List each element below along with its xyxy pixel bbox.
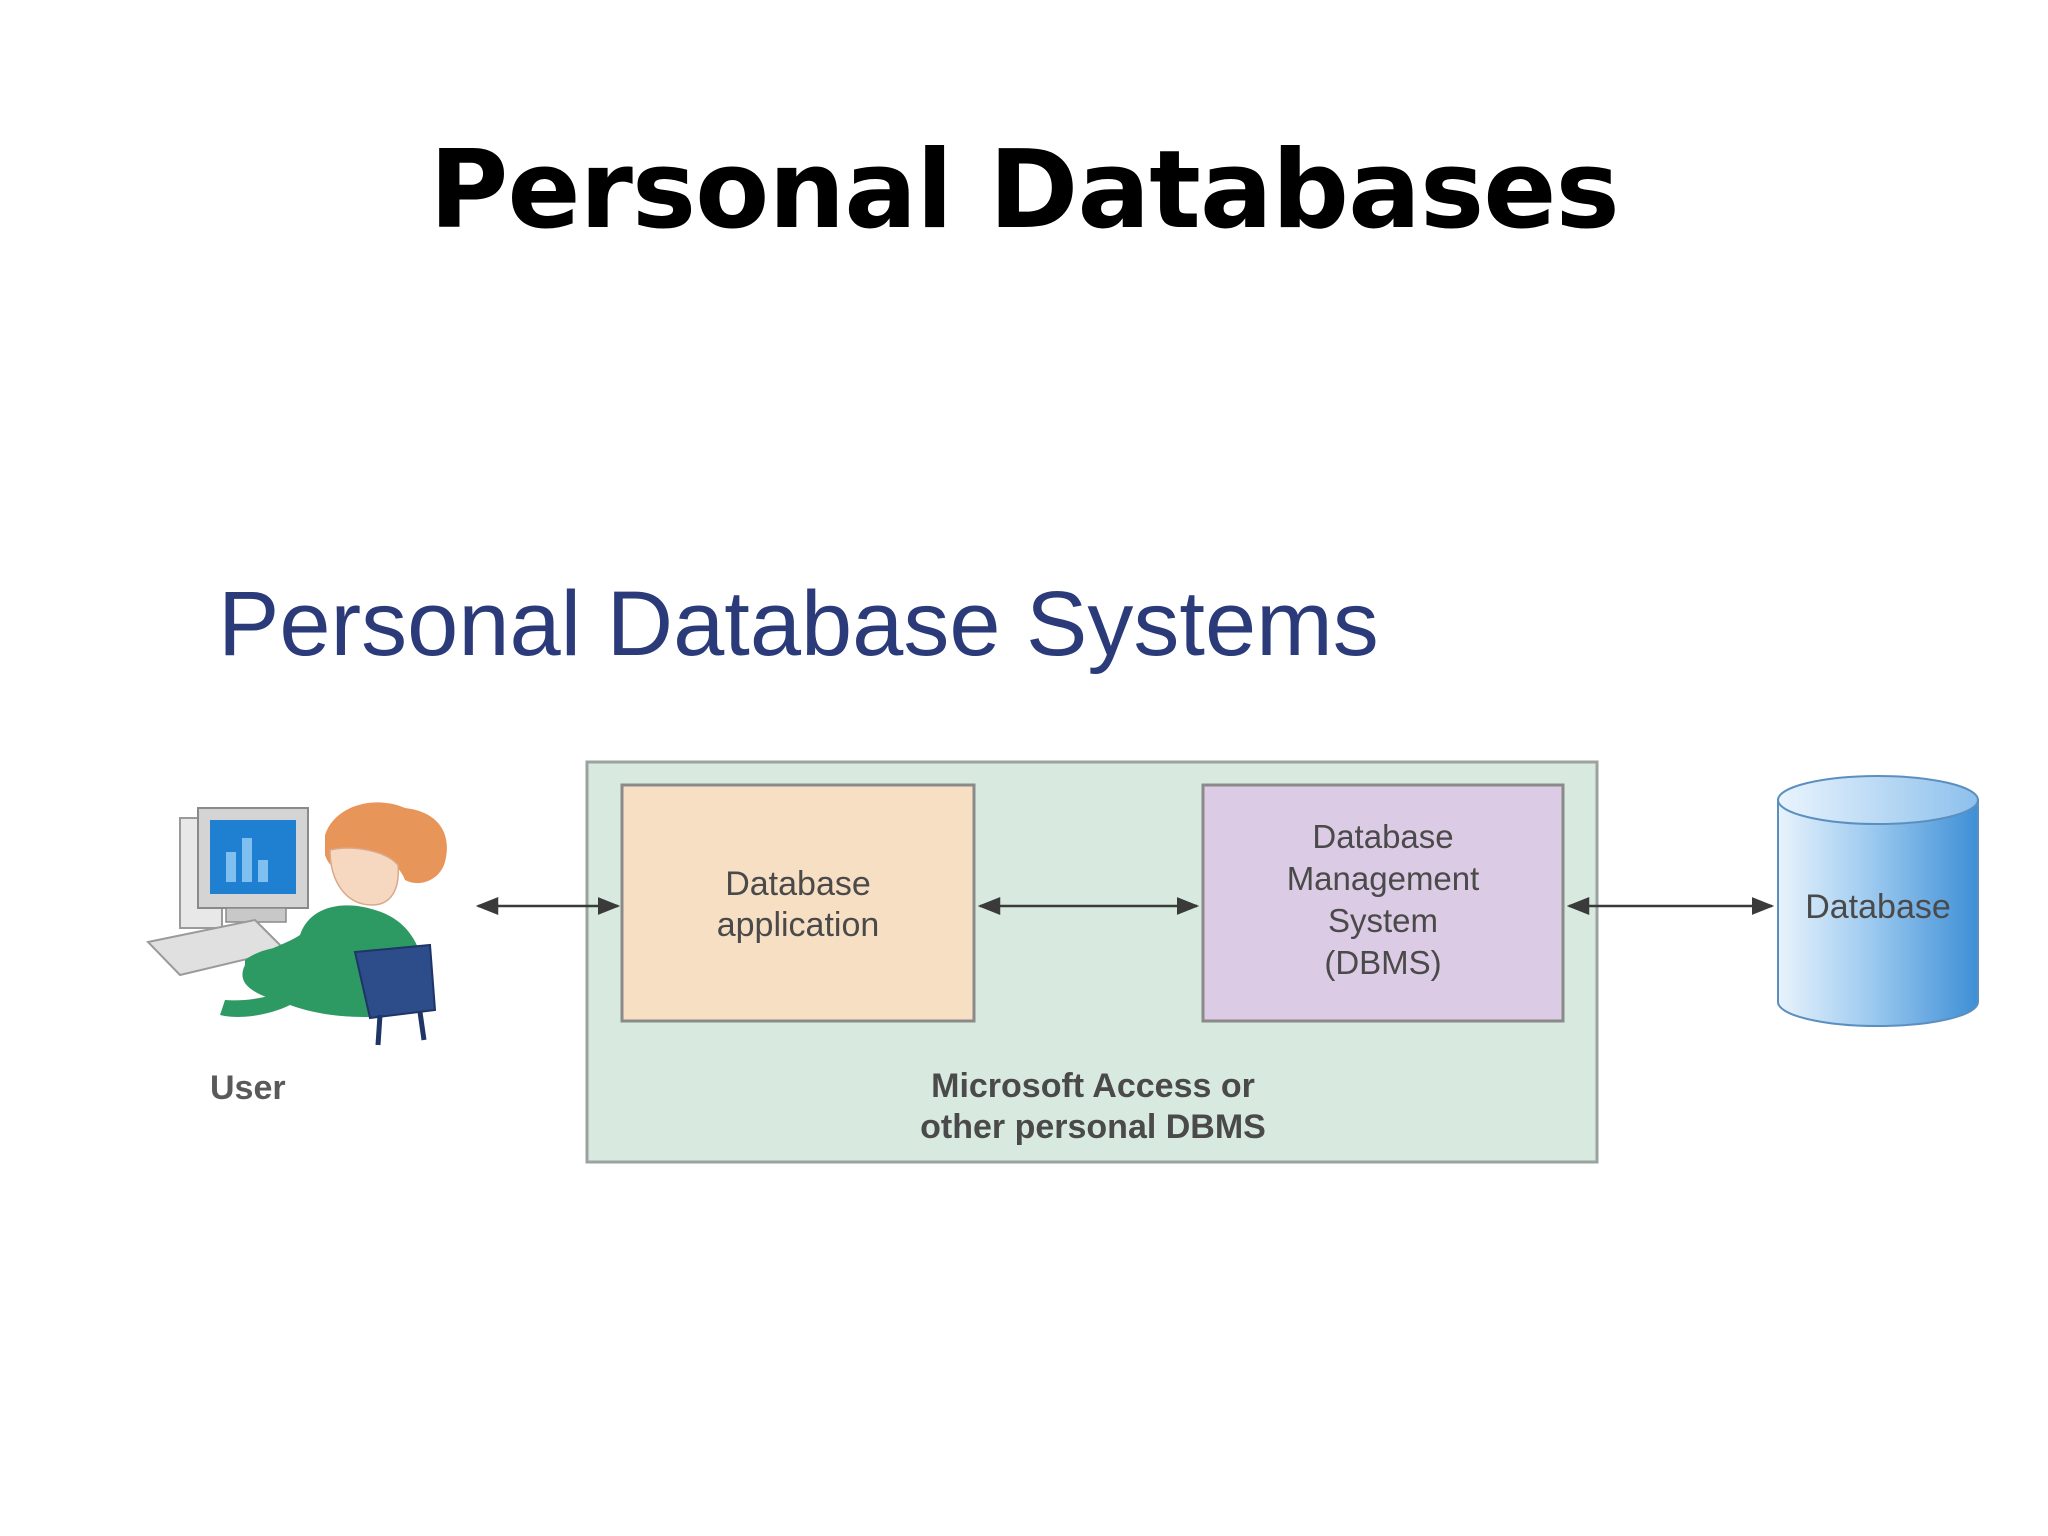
user-at-computer-icon xyxy=(146,802,447,1046)
dbms-label-line4: (DBMS) xyxy=(1324,944,1441,981)
diagram-heading: Personal Database Systems xyxy=(218,573,1379,675)
database-application-label-line2: application xyxy=(717,906,880,944)
database-application-box xyxy=(620,783,976,1023)
dbms-label-line2: Management xyxy=(1287,860,1480,897)
container-caption-line2: other personal DBMS xyxy=(920,1108,1266,1146)
database-application-label-line1: Database xyxy=(725,865,871,903)
container-caption-line1: Microsoft Access or xyxy=(931,1067,1255,1105)
dbms-label-line1: Database xyxy=(1312,818,1453,855)
database-label: Database xyxy=(1805,888,1951,926)
slide-title: Personal Databases xyxy=(429,128,1620,253)
user-label: User xyxy=(210,1069,286,1107)
dbms-label-line3: System xyxy=(1328,902,1438,939)
dbms-box xyxy=(1201,783,1565,1023)
database-cylinder-icon xyxy=(1777,775,1979,1027)
